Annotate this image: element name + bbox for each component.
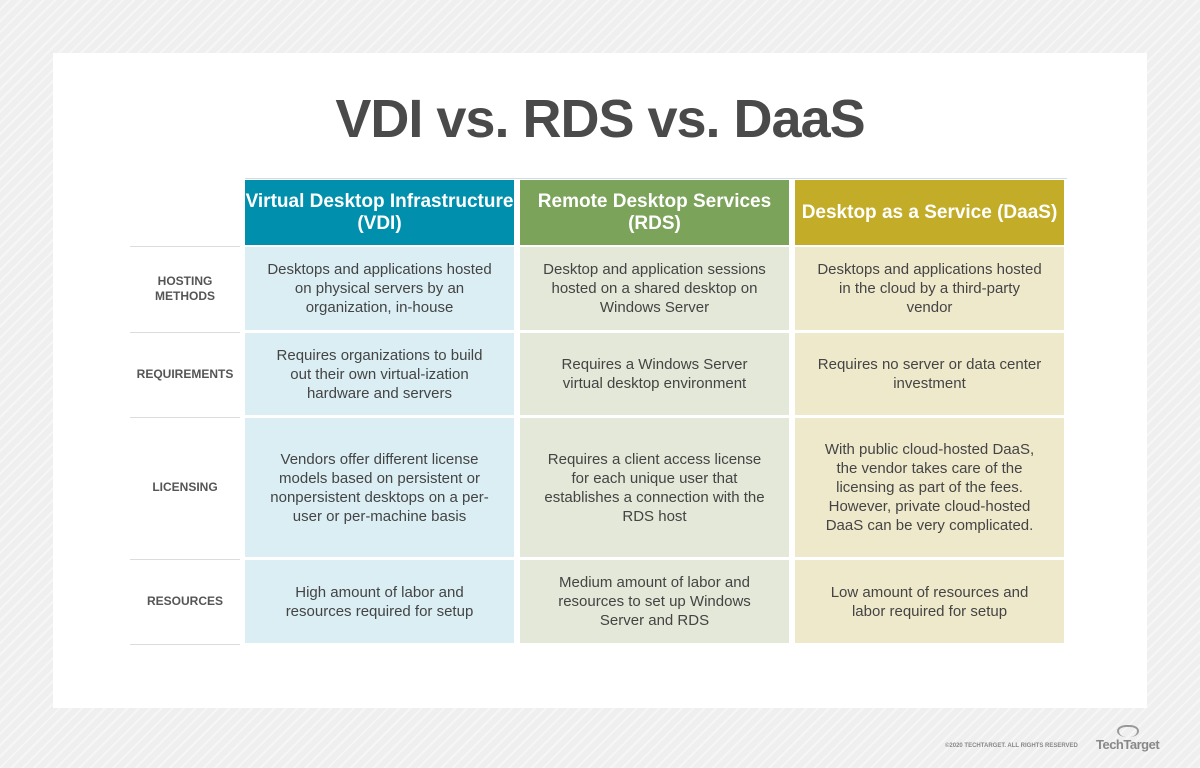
table-cell: Desktops and applications hosted in the …	[795, 247, 1064, 330]
divider	[130, 246, 240, 247]
row-label: REQUIREMENTS	[136, 366, 234, 381]
table-cell: Requires a Windows Server virtual deskto…	[520, 333, 789, 415]
eye-logo-icon	[1117, 725, 1139, 737]
column-header-0: Virtual Desktop Infrastructure (VDI)	[245, 180, 514, 245]
table-cell: Desktop and application sessions hosted …	[520, 247, 789, 330]
divider	[130, 332, 240, 333]
table-cell: Desktops and applications hosted on phys…	[245, 247, 514, 330]
table-cell: Requires organizations to build out thei…	[245, 333, 514, 415]
divider	[130, 644, 240, 645]
techtarget-logo: TechTarget	[1096, 737, 1160, 752]
column-header-1: Remote Desktop Services (RDS)	[520, 180, 789, 245]
divider	[130, 417, 240, 418]
divider	[245, 178, 1067, 179]
page-title: VDI vs. RDS vs. DaaS	[335, 89, 865, 149]
divider	[130, 559, 240, 560]
table-cell: With public cloud-hosted DaaS, the vendo…	[795, 418, 1064, 557]
table-cell: Requires no server or data center invest…	[795, 333, 1064, 415]
table-cell: High amount of labor and resources requi…	[245, 560, 514, 643]
column-header-2: Desktop as a Service (DaaS)	[795, 180, 1064, 245]
row-label: RESOURCES	[146, 594, 223, 608]
row-label: LICENSING	[152, 480, 218, 494]
table-cell: Requires a client access license for eac…	[520, 418, 789, 557]
table-cell: Medium amount of labor and resources to …	[520, 560, 789, 643]
table-cell: Low amount of resources and labor requir…	[795, 560, 1064, 643]
copyright: ©2020 TECHTARGET. ALL RIGHTS RESERVED	[945, 743, 1078, 749]
row-label: HOSTING METHODS	[155, 273, 215, 303]
table-cell: Vendors offer different license models b…	[245, 418, 514, 557]
